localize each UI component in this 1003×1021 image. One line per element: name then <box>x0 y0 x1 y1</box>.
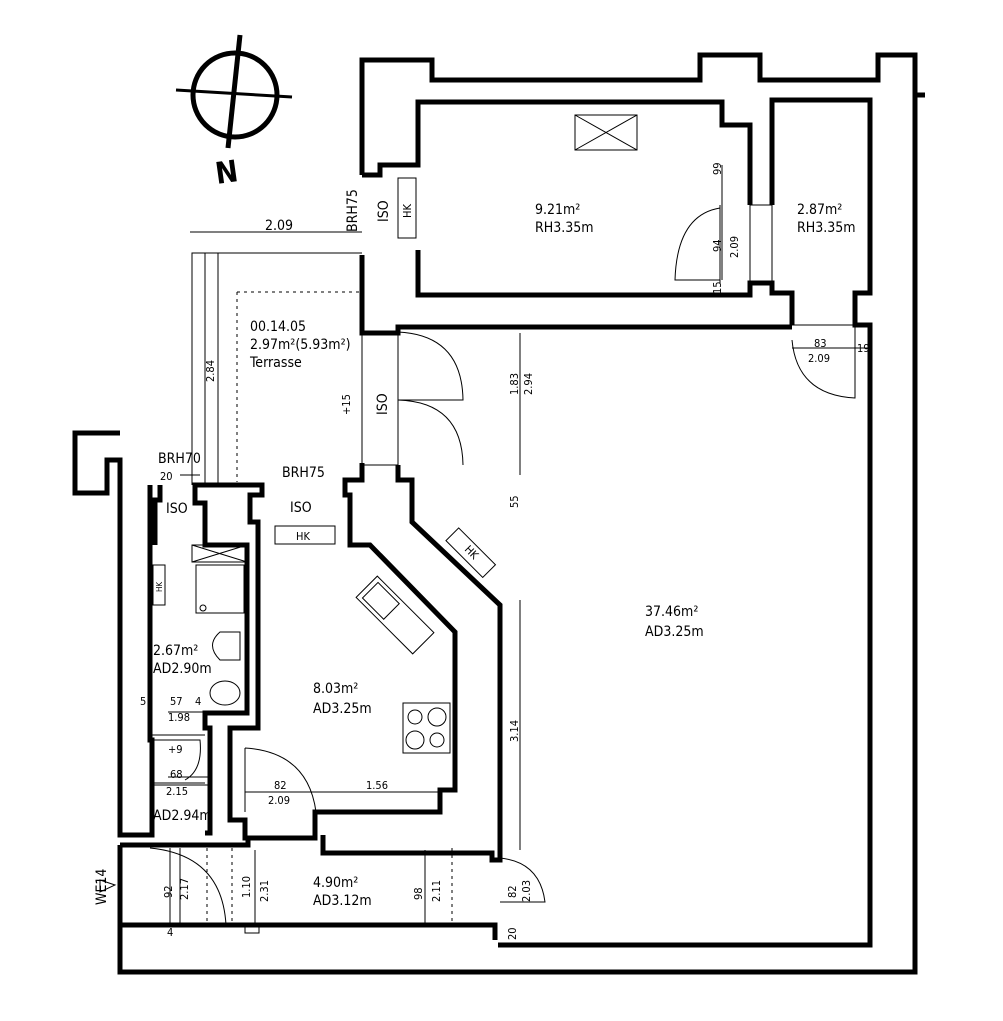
bath-area: 2.67m² <box>153 643 198 659</box>
dim-label: 94 <box>711 239 724 252</box>
thin-lines <box>99 114 870 934</box>
label-hk: HK <box>401 204 414 218</box>
terrace-name: Terrasse <box>249 355 302 371</box>
dim-label: 98 <box>412 887 425 900</box>
dim-label: 1.10 <box>240 876 253 898</box>
dim-label: 20 <box>160 470 173 483</box>
label-iso: ISO <box>290 500 312 516</box>
dim-label: 99 <box>711 162 724 175</box>
dim-label: 19 <box>857 342 870 355</box>
terrace-id: 00.14.05 <box>250 319 306 335</box>
label-brh75-mid: BRH75 <box>282 465 325 481</box>
dim-label: 1.56 <box>366 779 388 792</box>
radiator-icon <box>274 525 336 545</box>
label-iso: ISO <box>375 393 391 415</box>
wc-height: AD2.94m <box>153 808 212 824</box>
kitchen-height: AD3.25m <box>313 701 372 717</box>
terrace-area: 2.97m²(5.93m²) <box>250 337 351 353</box>
room-a-area: 9.21m² <box>535 202 580 218</box>
dim-label: 57 <box>170 695 183 708</box>
dim-label: 82 <box>506 885 519 898</box>
living-area: 37.46m² <box>645 604 698 620</box>
label-brh70: BRH70 <box>158 451 201 467</box>
kitchen-area: 8.03m² <box>313 681 358 697</box>
dim-label: 92 <box>162 885 175 898</box>
label-hk: HK <box>296 530 310 543</box>
north-arrow-icon <box>225 34 243 149</box>
dim-label: 4 <box>167 926 173 939</box>
shower-icon <box>195 564 245 614</box>
dim-label: 2.84 <box>204 360 217 382</box>
dim-label: 55 <box>508 495 521 508</box>
dim-label: 2.17 <box>178 878 191 900</box>
dim-label: 2.11 <box>430 880 443 902</box>
shaft-icon <box>191 544 248 563</box>
entry-label: WE14 <box>94 869 110 905</box>
label-iso: ISO <box>166 501 188 517</box>
radiator-icon <box>397 177 417 239</box>
dim-label: 2.03 <box>520 880 533 902</box>
labels: 2.09 BRH75 ISO HK 9.21m² RH3.35m 99 94 2… <box>94 162 870 940</box>
dim-label: 83 <box>814 337 827 350</box>
room-b-height: RH3.35m <box>797 220 856 236</box>
dim-label: 82 <box>274 779 287 792</box>
label-brh75: BRH75 <box>345 189 361 232</box>
radiator-icon <box>152 564 166 606</box>
dim-label: 20 <box>506 927 519 940</box>
dim-label: 15 <box>711 281 724 294</box>
dim-label: 3.14 <box>508 720 521 742</box>
dim-label: 2.09 <box>728 236 741 258</box>
level-label: +9 <box>168 743 183 756</box>
label-hk: HK <box>155 582 164 592</box>
dim-label: 2.31 <box>258 880 271 902</box>
toilet-icon <box>209 680 241 706</box>
dim-label: 2.09 <box>268 794 290 807</box>
bath-height: AD2.90m <box>153 661 212 677</box>
walls <box>72 52 925 975</box>
dim-label: 68 <box>170 768 183 781</box>
north-compass: N <box>175 34 293 192</box>
living-height: AD3.25m <box>645 624 704 640</box>
label-iso: ISO <box>376 200 392 222</box>
dim-label: 2.15 <box>166 785 188 798</box>
dim-label: 2.09 <box>808 352 830 365</box>
sink-icon <box>212 631 241 661</box>
dim-terrace-width: 2.09 <box>265 218 293 234</box>
dim-label: 5 <box>140 695 146 708</box>
level-label: +15 <box>340 394 353 415</box>
dim-label: 2.94 <box>522 373 535 395</box>
hall-area: 4.90m² <box>313 875 358 891</box>
hall-height: AD3.12m <box>313 893 372 909</box>
dim-label: 1.83 <box>508 373 521 395</box>
room-a-height: RH3.35m <box>535 220 594 236</box>
radiator-icon <box>445 527 497 579</box>
kitchen-sink-icon <box>355 575 435 655</box>
dim-label: 1.98 <box>168 711 190 724</box>
dim-label: 4 <box>195 695 201 708</box>
north-label: N <box>213 154 240 192</box>
room-b-area: 2.87m² <box>797 202 842 218</box>
cooktop-icon <box>402 702 451 754</box>
